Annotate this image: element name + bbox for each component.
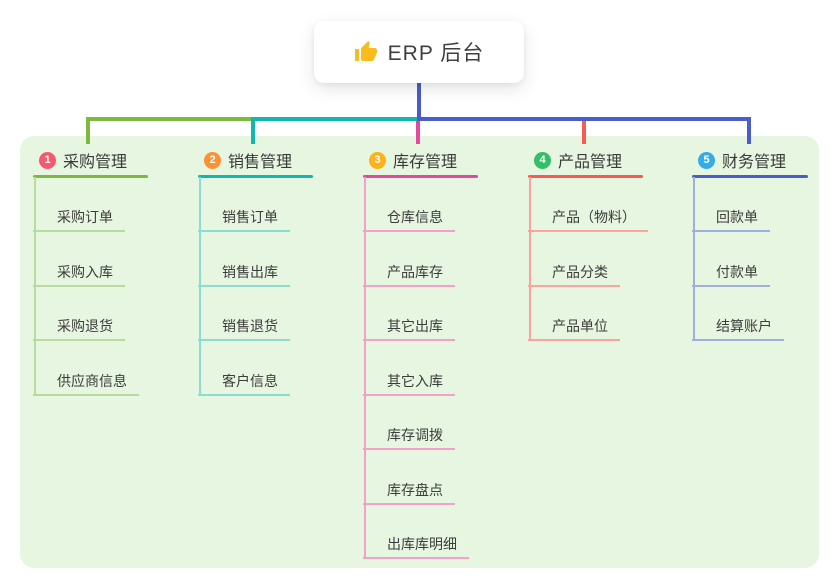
connector-bus-left-teal	[251, 117, 418, 121]
node-purchase-inbound-underline	[33, 285, 125, 287]
node-customer-info-underline	[198, 394, 290, 396]
root-node[interactable]: ERP 后台	[314, 21, 524, 83]
branch-purchase-badge: 1	[39, 151, 56, 169]
node-sales-return[interactable]: 销售退货	[222, 318, 278, 334]
node-other-outbound-underline	[363, 339, 455, 341]
node-product-material-underline	[528, 230, 648, 232]
connector-drop-inventory	[416, 117, 420, 144]
node-supplier-info[interactable]: 供应商信息	[57, 373, 127, 389]
branch-finance-label: 财务管理	[722, 154, 787, 171]
node-payment-order-underline	[692, 285, 770, 287]
node-other-inbound-underline	[363, 394, 455, 396]
branch-sales-badge: 2	[204, 151, 221, 169]
node-purchase-order-underline	[33, 230, 125, 232]
branch-inventory-label: 库存管理	[393, 154, 458, 171]
node-purchase-order[interactable]: 采购订单	[57, 209, 113, 225]
connector-drop-purchase	[86, 117, 90, 144]
branch-product-label: 产品管理	[558, 154, 623, 171]
branch-purchase-underline	[33, 175, 148, 178]
branch-inventory-underline	[363, 175, 478, 178]
node-sales-order[interactable]: 销售订单	[222, 209, 278, 225]
branch-inventory-management[interactable]: 3 库存管理	[369, 149, 457, 171]
node-receipt-order-underline	[692, 230, 770, 232]
branches-panel	[20, 136, 819, 568]
node-warehouse-info[interactable]: 仓库信息	[387, 209, 443, 225]
branch-inventory-childline	[364, 177, 366, 559]
branch-product-management[interactable]: 4 产品管理	[534, 149, 622, 171]
node-payment-order[interactable]: 付款单	[716, 264, 758, 280]
node-purchase-return-underline	[33, 339, 125, 341]
connector-drop-finance	[747, 117, 751, 144]
node-stock-count-underline	[363, 503, 455, 505]
node-product-stock-underline	[363, 285, 455, 287]
branch-product-childline	[529, 177, 531, 341]
node-product-material[interactable]: 产品（物料）	[552, 209, 636, 225]
node-product-stock[interactable]: 产品库存	[387, 264, 443, 280]
connector-drop-sales	[251, 117, 255, 144]
node-receipt-order[interactable]: 回款单	[716, 209, 758, 225]
branch-product-underline	[528, 175, 643, 178]
node-sales-outbound[interactable]: 销售出库	[222, 264, 278, 280]
branch-finance-badge: 5	[698, 151, 715, 169]
branch-finance-underline	[692, 175, 808, 178]
node-stock-transfer[interactable]: 库存调拨	[387, 427, 443, 443]
node-purchase-inbound[interactable]: 采购入库	[57, 264, 113, 280]
node-sales-return-underline	[198, 339, 290, 341]
node-sales-order-underline	[198, 230, 290, 232]
node-outbound-detail-underline	[363, 557, 469, 559]
branch-finance-childline	[693, 177, 695, 341]
branch-purchase-label: 采购管理	[63, 154, 128, 171]
node-sales-outbound-underline	[198, 285, 290, 287]
connector-bus-left-green	[86, 117, 255, 121]
node-warehouse-info-underline	[363, 230, 455, 232]
connector-bus-right-blue	[418, 117, 751, 121]
branch-sales-management[interactable]: 2 销售管理	[204, 149, 292, 171]
connector-drop-product	[582, 117, 586, 144]
thumbs-up-icon	[354, 40, 378, 64]
node-outbound-detail[interactable]: 出库库明细	[387, 536, 457, 552]
branch-sales-label: 销售管理	[228, 154, 293, 171]
node-purchase-return[interactable]: 采购退货	[57, 318, 113, 334]
connector-root-stem	[417, 82, 421, 121]
node-product-unit[interactable]: 产品单位	[552, 318, 608, 334]
branch-sales-underline	[198, 175, 313, 178]
node-stock-count[interactable]: 库存盘点	[387, 482, 443, 498]
node-product-category[interactable]: 产品分类	[552, 264, 608, 280]
node-customer-info[interactable]: 客户信息	[222, 373, 278, 389]
node-stock-transfer-underline	[363, 448, 455, 450]
node-supplier-info-underline	[33, 394, 139, 396]
node-other-inbound[interactable]: 其它入库	[387, 373, 443, 389]
node-settlement-account[interactable]: 结算账户	[716, 318, 772, 334]
branch-finance-management[interactable]: 5 财务管理	[698, 149, 786, 171]
node-product-unit-underline	[528, 339, 620, 341]
node-settlement-account-underline	[692, 339, 784, 341]
node-other-outbound[interactable]: 其它出库	[387, 318, 443, 334]
branch-inventory-badge: 3	[369, 151, 386, 169]
node-product-category-underline	[528, 285, 620, 287]
branch-product-badge: 4	[534, 151, 551, 169]
branch-purchase-management[interactable]: 1 采购管理	[39, 149, 127, 171]
root-title: ERP 后台	[387, 42, 485, 65]
